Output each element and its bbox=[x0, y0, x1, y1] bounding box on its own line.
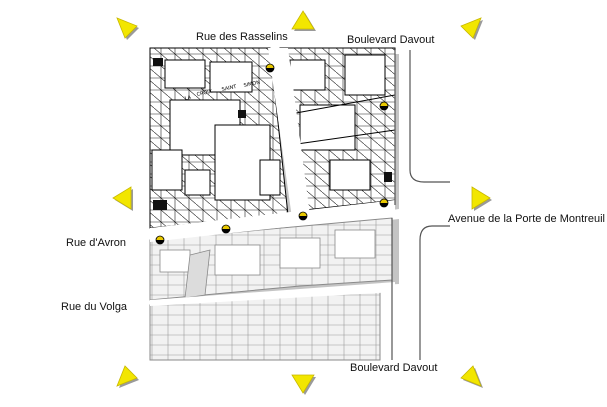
pan-south-arrow-icon[interactable] bbox=[290, 370, 316, 396]
block-northwest[interactable] bbox=[149, 47, 289, 229]
street-label-rue-des-rasselins: Rue des Rasselins bbox=[196, 31, 288, 43]
plan-annotations: LA CROIX SAINT SIMON bbox=[184, 80, 261, 102]
plan-annotation-la: LA bbox=[184, 95, 192, 102]
pan-northeast-arrow-icon[interactable] bbox=[459, 14, 485, 40]
plan-annotation-saint: SAINT bbox=[221, 84, 238, 93]
street-label-rue-du-volga: Rue du Volga bbox=[61, 301, 128, 313]
street-label-boulevard-davout-north: Boulevard Davout bbox=[347, 34, 435, 46]
location-markers[interactable] bbox=[155, 63, 389, 245]
block-south[interactable] bbox=[149, 217, 393, 301]
pan-east-arrow-icon[interactable] bbox=[467, 185, 493, 211]
pan-north-arrow-icon[interactable] bbox=[290, 8, 316, 34]
pan-southeast-arrow-icon[interactable] bbox=[459, 364, 485, 390]
streets bbox=[150, 48, 395, 306]
plan-annotation-simon: SIMON bbox=[243, 80, 261, 89]
pan-southwest-arrow-icon[interactable] bbox=[113, 364, 139, 390]
boulevard-davout-edges bbox=[391, 50, 450, 360]
pan-west-arrow-icon[interactable] bbox=[110, 185, 136, 211]
street-label-boulevard-davout-south: Boulevard Davout bbox=[350, 362, 438, 374]
street-label-avenue-porte-montreuil: Avenue de la Porte de Montreuil bbox=[448, 213, 605, 225]
pan-northwest-arrow-icon[interactable] bbox=[113, 14, 139, 40]
plan-annotation-croix: CROIX bbox=[196, 89, 213, 98]
block-northeast[interactable] bbox=[279, 47, 396, 211]
street-label-rue-d-avron: Rue d'Avron bbox=[66, 237, 126, 249]
